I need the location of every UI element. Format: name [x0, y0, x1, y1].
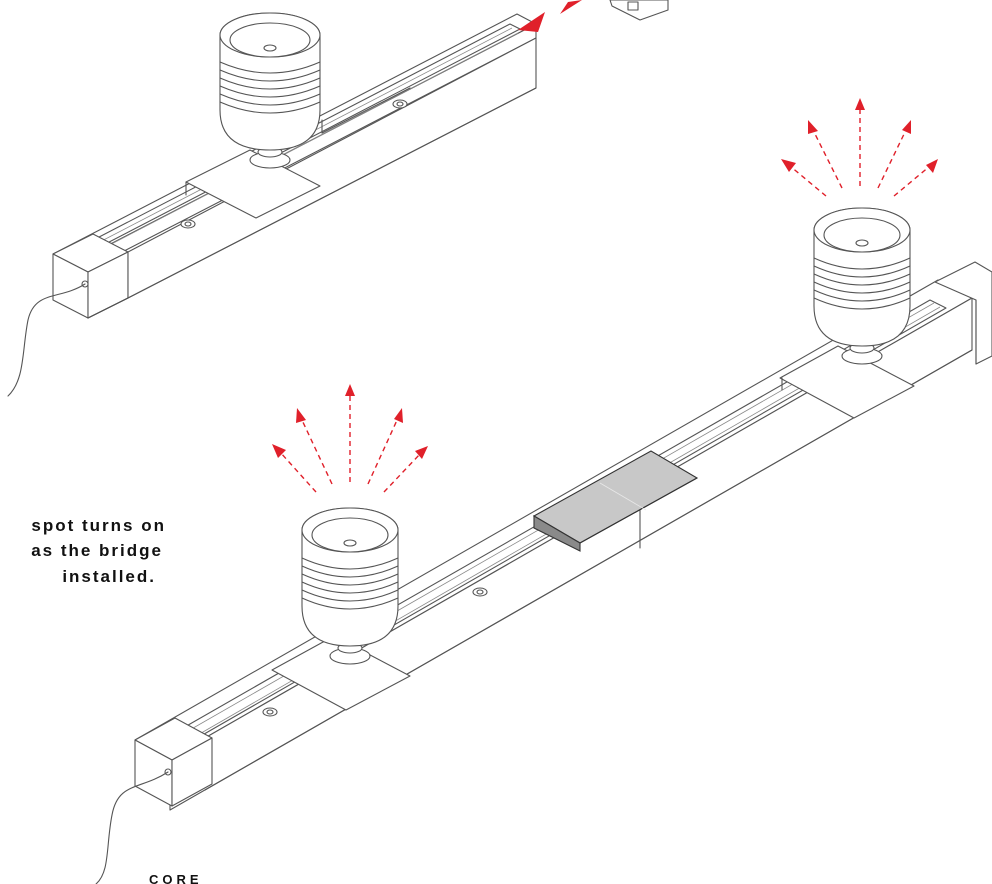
dashed-arrow-icon — [272, 444, 316, 492]
dashed-arrow-icon — [855, 98, 865, 186]
footer-label: CORE — [149, 872, 203, 884]
caption-line-1: spot turns on — [31, 514, 166, 538]
dashed-arrow-icon — [345, 384, 355, 482]
left-light-rays — [272, 384, 428, 492]
dashed-arrow-icon — [384, 446, 428, 492]
dashed-arrow-icon — [894, 159, 938, 196]
caption-line-2: as the bridge — [31, 539, 163, 563]
caption-line-3: installed. — [62, 565, 156, 589]
dashed-arrow-icon — [808, 120, 842, 188]
dashed-arrow-icon — [368, 408, 403, 484]
dashed-arrow-icon — [781, 159, 826, 196]
dashed-arrow-icon — [296, 408, 332, 484]
right-light-rays — [781, 98, 938, 196]
dashed-arrow-icon — [878, 120, 911, 188]
connector-block — [610, 0, 668, 20]
double-arrow-icon — [518, 0, 582, 32]
